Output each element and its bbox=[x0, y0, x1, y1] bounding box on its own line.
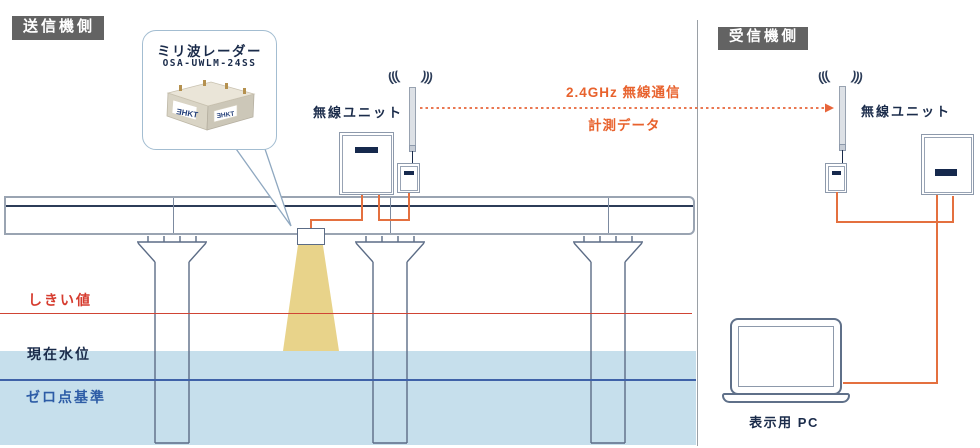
laptop-screen bbox=[738, 326, 834, 387]
unit-box-inner-frame bbox=[399, 165, 418, 191]
receiver-side-badge: 受信機側 bbox=[718, 27, 808, 50]
unit-display-slot bbox=[404, 171, 414, 175]
radar-callout-title: ミリ波レーダー bbox=[157, 44, 262, 59]
bridge-girder bbox=[4, 196, 695, 235]
measurement-data-label: 計測データ bbox=[588, 118, 661, 133]
unit-box-inner-frame bbox=[341, 134, 392, 193]
tx-wireless-unit-label: 無線ユニット bbox=[313, 105, 404, 120]
signal-wire bbox=[843, 195, 938, 384]
unit-display-slot bbox=[355, 147, 378, 153]
tx-antenna-connector bbox=[409, 145, 416, 152]
zero-reference-label: ゼロ点基準 bbox=[26, 389, 106, 405]
bridge-pier bbox=[137, 236, 207, 444]
zero-reference-line bbox=[0, 379, 696, 381]
unit-display-slot bbox=[935, 169, 957, 176]
laptop-base bbox=[722, 393, 850, 403]
threshold-line bbox=[0, 313, 692, 314]
unit-display-slot bbox=[832, 171, 841, 175]
girder-joint bbox=[390, 198, 391, 233]
section-divider bbox=[697, 20, 698, 446]
radar-callout-bubble: ミリ波レーダー OSA-UWLM-24SS ƎHKT ƎHKT bbox=[142, 30, 277, 150]
tx-wireless-unit-box bbox=[339, 132, 394, 195]
radar-product-image: ƎHKT ƎHKT bbox=[166, 80, 256, 131]
arrow-head-icon bbox=[825, 103, 834, 113]
bridge-pier bbox=[573, 236, 643, 444]
rx-wireless-unit-label: 無線ユニット bbox=[861, 104, 952, 119]
rx-antenna-cable bbox=[841, 150, 843, 163]
girder-joint bbox=[173, 198, 174, 233]
tx-antenna-unit-box bbox=[397, 163, 420, 193]
signal-wire bbox=[310, 195, 363, 228]
signal-wire bbox=[836, 192, 954, 223]
rx-wireless-unit-box bbox=[921, 134, 974, 195]
current-water-level-label: 現在水位 bbox=[27, 346, 91, 362]
unit-box-inner-frame bbox=[827, 165, 845, 191]
signal-wire bbox=[378, 193, 410, 221]
threshold-label: しきい値 bbox=[28, 292, 92, 308]
girder-joint bbox=[608, 198, 609, 233]
radar-model-number: OSA-UWLM-24SS bbox=[162, 58, 257, 69]
device-logo: ƎHKT bbox=[176, 107, 199, 120]
transmitter-side-badge: 送信機側 bbox=[12, 16, 105, 40]
bridge-pier bbox=[355, 236, 425, 444]
device-logo: ƎHKT bbox=[216, 111, 235, 120]
radar-sensor bbox=[297, 228, 325, 245]
callout-tail bbox=[232, 145, 292, 227]
wireless-link-label: 2.4GHz 無線通信 bbox=[566, 85, 681, 100]
rx-antenna-connector bbox=[839, 144, 846, 151]
bridge-deck-line bbox=[6, 205, 693, 207]
water-surface bbox=[0, 351, 696, 445]
display-pc-label: 表示用 PC bbox=[749, 415, 819, 430]
unit-box-inner-frame bbox=[923, 136, 972, 193]
tx-antenna-cable bbox=[411, 151, 413, 163]
